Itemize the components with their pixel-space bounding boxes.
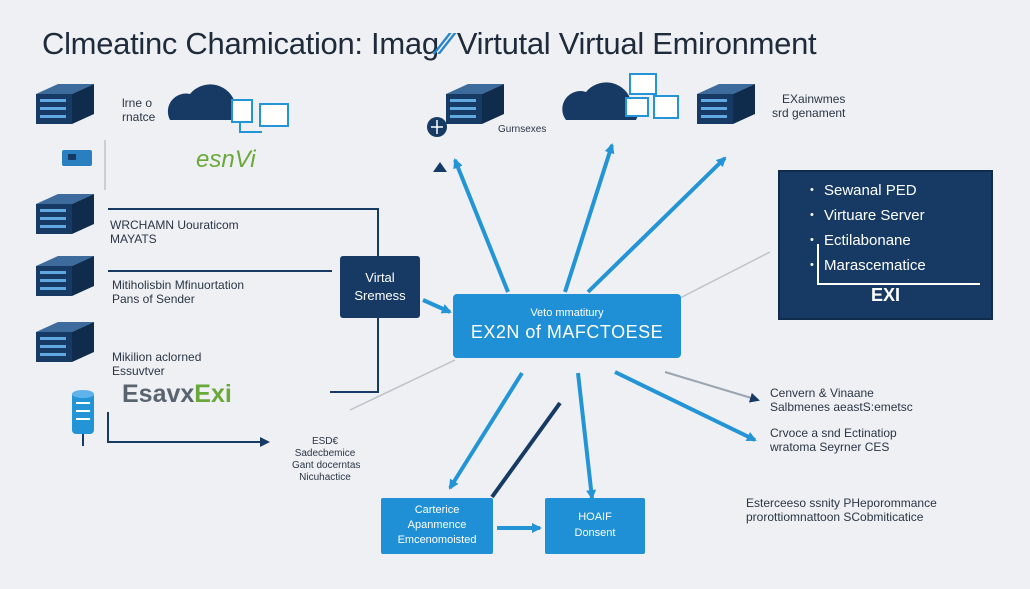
network-switch-icon: [62, 150, 92, 166]
cloud-icon: [167, 84, 289, 133]
center-hub-box: Veto mmatitury EX2N of MAFCTOESE: [453, 294, 681, 358]
faint-connectors: [104, 140, 771, 411]
gateway-label: Gurnsexes: [498, 124, 547, 135]
server-icon: [36, 256, 94, 296]
title-logo-mark: ⁄⁄: [438, 26, 449, 61]
database-icon: [72, 390, 94, 446]
legend-item: Ectilabonane: [824, 228, 991, 253]
esnvi-logo: esnVi: [196, 146, 256, 173]
center-arrows: [422, 143, 757, 533]
navy-arrow: [490, 401, 562, 499]
page-title: Clmeatinc Chamication: Imag⁄⁄ Virtutal V…: [42, 26, 817, 61]
left-connectors: [107, 208, 379, 447]
server-icon: [36, 84, 94, 124]
grey-arrow: [664, 371, 760, 403]
legend-item: Marascematice: [824, 253, 991, 278]
legend-panel: Sewanal PED Virtuare Server Ectilabonane…: [778, 170, 993, 320]
esxi-logo: EsavxExi: [122, 380, 232, 408]
legend-bracket: [817, 244, 980, 285]
legend-item: Sewanal PED: [824, 178, 991, 203]
globe-icon: [427, 117, 447, 137]
server-icon: [446, 84, 504, 124]
server-icon: [36, 194, 94, 234]
server-icon: [697, 84, 755, 124]
cloud-icon: [562, 73, 679, 120]
small-arrowhead: [433, 162, 447, 172]
legend-footer: EXI: [870, 285, 900, 305]
legend-item: Virtuare Server: [824, 203, 991, 228]
server-icon: [36, 322, 94, 362]
legend-list: Sewanal PED Virtuare Server Ectilabonane…: [780, 172, 991, 278]
